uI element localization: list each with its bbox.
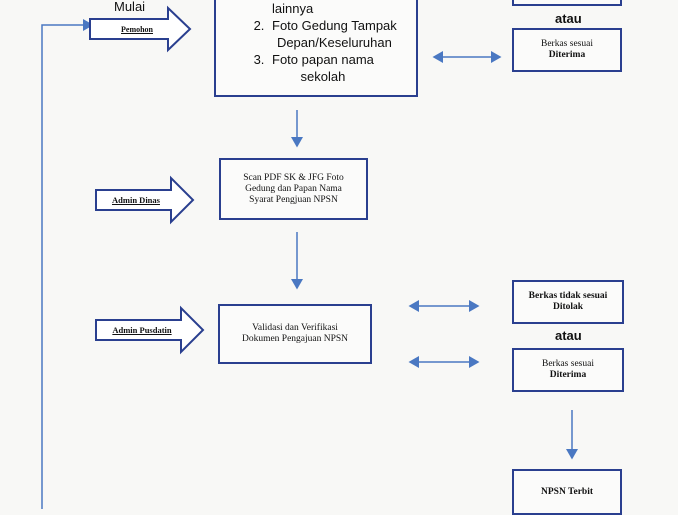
top-accepted-line1: Berkas sesuai xyxy=(541,39,593,49)
top-accepted-line2: Diterima xyxy=(548,50,586,60)
mid-accepted-box: Berkas sesuai Diterima xyxy=(512,348,624,392)
scan-box: Scan PDF SK & JFG Foto Gedung dan Papan … xyxy=(219,158,368,220)
pemohon-block-arrow xyxy=(89,5,192,53)
mid-accepted-line2: Diterima xyxy=(549,370,587,380)
scan-line2: Gedung dan Papan Nama xyxy=(245,183,342,194)
top-accepted-box: Berkas sesuai Diterima xyxy=(512,28,622,72)
scan-line1: Scan PDF SK & JFG Foto xyxy=(243,172,344,183)
top-right-partial-box xyxy=(512,0,622,6)
scan-line3: Syarat Pengjuan NPSN xyxy=(249,194,338,205)
requirements-item-2: 2. Foto Gedung Tampak Depan/Keseluruhan xyxy=(253,18,397,50)
actor-admin-pusdatin: Admin Pusdatin xyxy=(112,325,172,335)
npsn-label: NPSN Terbit xyxy=(541,486,593,497)
rejected-line2: Ditolak xyxy=(552,302,584,312)
npsn-box: NPSN Terbit xyxy=(512,469,622,515)
actor-admin-dinas: Admin Dinas xyxy=(112,195,160,205)
start-label: Mulai xyxy=(114,0,146,14)
requirements-box: lainnya 2. Foto Gedung Tampak Depan/Kese… xyxy=(214,0,418,97)
mid-atau-label: atau xyxy=(555,328,582,343)
rejected-line1: Berkas tidak sesuai xyxy=(528,291,608,301)
admin-pusdatin-block-arrow xyxy=(95,305,205,355)
validate-box: Validasi dan Verifikasi Dokumen Pengajua… xyxy=(218,304,372,364)
validate-line1: Validasi dan Verifikasi xyxy=(252,323,338,333)
requirements-item-3: 3. Foto papan nama sekolah xyxy=(253,52,374,84)
top-atau-label: atau xyxy=(555,11,582,26)
actor-pemohon: Pemohon xyxy=(121,25,153,34)
return-loop-line xyxy=(41,19,94,509)
rejected-box: Berkas tidak sesuai Ditolak xyxy=(512,280,624,324)
validate-line2: Dokumen Pengajuan NPSN xyxy=(241,334,349,344)
admin-dinas-block-arrow xyxy=(95,175,195,225)
requirements-line-0: lainnya xyxy=(272,1,314,16)
mid-accepted-line1: Berkas sesuai xyxy=(542,359,594,369)
